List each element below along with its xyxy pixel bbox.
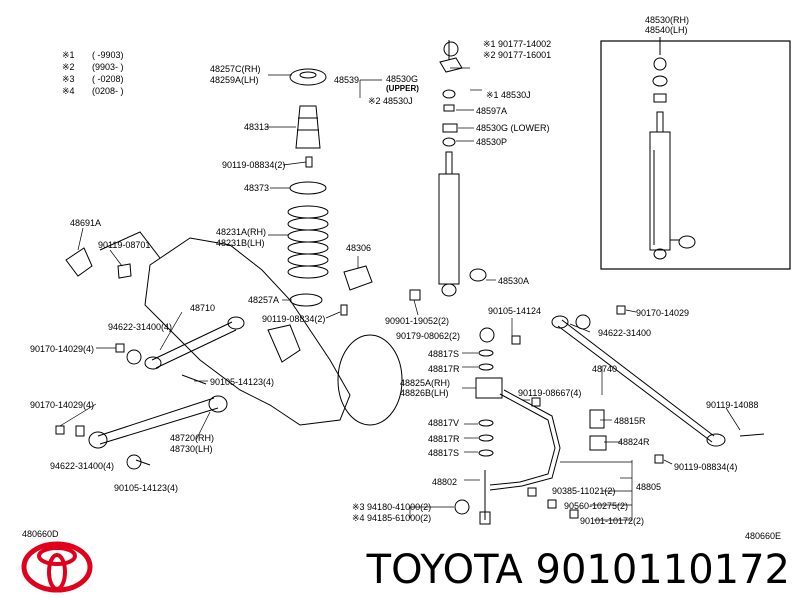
part-label[interactable]: 90170-14029(4): [30, 400, 95, 410]
part-label[interactable]: 48691A: [70, 218, 102, 228]
part-label[interactable]: 48530G: [386, 74, 419, 84]
part-label[interactable]: 90170-14029: [636, 308, 690, 318]
coil-spring: [287, 205, 329, 279]
part-label[interactable]: 48539: [334, 75, 360, 85]
stabilizer-bar: [475, 377, 607, 525]
part-label[interactable]: 90119-08834(2): [222, 160, 286, 170]
lower-control-arm: [88, 395, 228, 449]
shock-absorber-inset-box: [600, 40, 791, 270]
part-label[interactable]: 48826B(LH): [400, 388, 449, 398]
spring-upper-seat: [289, 68, 327, 86]
part-label[interactable]: 48373: [244, 183, 270, 193]
part-label[interactable]: ※3 94180-41000(2): [352, 502, 432, 512]
part-label[interactable]: 48259A(LH): [210, 75, 259, 85]
part-label[interactable]: 48824R: [618, 437, 650, 447]
inset-shock-absorber: [649, 37, 696, 260]
axle-housing: [99, 231, 403, 426]
legend-row-2-range: (9903- ): [92, 62, 124, 72]
part-label[interactable]: 90101-10172(2): [580, 516, 645, 526]
part-label[interactable]: ※1 90177-14002: [483, 39, 552, 49]
part-label[interactable]: 90105-14123(4): [210, 377, 275, 387]
part-label[interactable]: 48313: [244, 122, 270, 132]
part-label[interactable]: 94622-31400: [598, 328, 652, 338]
part-label[interactable]: 48730(LH): [170, 444, 213, 454]
part-label[interactable]: 48802: [432, 477, 458, 487]
part-label[interactable]: 48720(RH): [170, 433, 215, 443]
spring-insulator: [289, 181, 327, 195]
part-label[interactable]: 48231A(RH): [216, 227, 267, 237]
part-label[interactable]: 90119-08701: [98, 240, 151, 250]
footer-part-title: TOYOTA 9010110172: [366, 547, 790, 593]
part-label[interactable]: 90105-14124: [488, 306, 542, 316]
part-label[interactable]: 48817S: [428, 349, 460, 359]
part-label[interactable]: 48815R: [614, 416, 646, 426]
part-label[interactable]: 48530A: [498, 276, 530, 286]
part-label[interactable]: 48530G (LOWER): [476, 123, 550, 133]
part-label[interactable]: 94622-31400(4): [108, 322, 173, 332]
main-shock-absorber: [438, 40, 487, 297]
bump-stopper: [295, 105, 321, 149]
part-label[interactable]: 48540(LH): [645, 25, 688, 35]
lateral-control-rod: [551, 315, 765, 447]
legend-row-3-mark: ※3: [62, 74, 75, 84]
part-label[interactable]: ※2 48530J: [368, 96, 413, 106]
part-label[interactable]: 90119-14088: [706, 400, 759, 410]
legend-row-1-range: ( -9903): [92, 50, 124, 60]
leader-lines: [59, 67, 741, 521]
bracket-48306: [343, 265, 373, 291]
part-label[interactable]: 48825A(RH): [400, 378, 451, 388]
part-label[interactable]: 48817V: [428, 418, 460, 428]
legend-row-4-mark: ※4: [62, 86, 75, 96]
part-label[interactable]: ※4 94185-61000(2): [352, 513, 432, 523]
part-label[interactable]: 48530(RH): [645, 15, 690, 25]
part-label[interactable]: 48306: [346, 243, 372, 253]
part-label[interactable]: 48740: [592, 364, 618, 374]
part-label[interactable]: 48805: [636, 482, 662, 492]
part-label[interactable]: 94622-31400(4): [50, 461, 115, 471]
diagram-ref-right: 480660E: [745, 531, 782, 541]
upper-control-arm: [144, 316, 245, 370]
part-label[interactable]: 90170-14029(4): [30, 344, 95, 354]
part-label[interactable]: 90560-10275(2): [564, 501, 629, 511]
bracket-48691A: [65, 247, 93, 277]
part-label[interactable]: 48817R: [428, 434, 460, 444]
part-label[interactable]: ※1 48530J: [486, 90, 531, 100]
legend-row-1-mark: ※1: [62, 50, 75, 60]
legend-row-2-mark: ※2: [62, 62, 75, 72]
part-label[interactable]: 48817S: [428, 448, 460, 458]
part-label[interactable]: 90119-08667(4): [518, 388, 582, 398]
spring-lower-seat: [289, 293, 323, 307]
part-label[interactable]: ※2 90177-16001: [483, 50, 552, 60]
part-label[interactable]: 90105-14123(4): [114, 483, 179, 493]
part-label[interactable]: 48817R: [428, 364, 460, 374]
part-label[interactable]: 48257A: [248, 295, 280, 305]
part-label[interactable]: 48530P: [476, 137, 508, 147]
part-label[interactable]: 90901-19052(2): [385, 316, 450, 326]
part-label[interactable]: 90119-08834(4): [674, 462, 738, 472]
part-label[interactable]: 48597A: [476, 106, 508, 116]
legend-row-4-range: (0208- ): [92, 86, 124, 96]
part-label[interactable]: 48257C(RH): [210, 64, 261, 74]
part-label[interactable]: 48710: [190, 303, 216, 313]
part-label[interactable]: 90119-08834(2): [262, 314, 326, 324]
part-label[interactable]: 90385-11021(2): [552, 486, 616, 496]
part-label[interactable]: 90179-08062(2): [396, 331, 461, 341]
legend-row-3-range: ( -0208): [92, 74, 124, 84]
toyota-logo: [21, 541, 93, 593]
diagram-ref-left: 480660D: [22, 529, 59, 539]
part-label[interactable]: (UPPER): [386, 84, 419, 93]
part-label[interactable]: 48231B(LH): [216, 238, 265, 248]
